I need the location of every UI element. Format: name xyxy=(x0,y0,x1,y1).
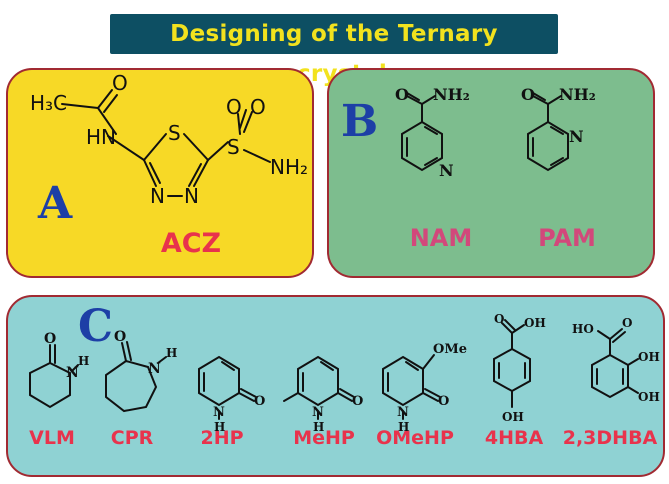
cpr-n-atom: N xyxy=(148,361,161,377)
diagram-title: Designing of the Ternary cocrystals xyxy=(110,14,558,87)
panel-c-letter: C xyxy=(78,301,114,352)
2hp-o-atom: O xyxy=(254,394,265,409)
2hp-n-atom: N xyxy=(213,405,225,420)
2hp-structure: N H O xyxy=(198,355,265,434)
nam-structure: O NH₂ N xyxy=(395,85,470,180)
2hp-label: 2HP xyxy=(200,427,244,449)
sulfonyl-o-left-atom: O xyxy=(226,95,242,119)
panel-b-letter: B xyxy=(341,96,379,147)
4hba-o-atom: O xyxy=(494,312,504,326)
vlm-o-atom: O xyxy=(44,331,56,347)
nam-ring-n-atom: N xyxy=(439,161,454,180)
cpr-structure: O N H xyxy=(105,329,177,413)
23dhba-oh1-atom: OH xyxy=(638,350,660,364)
panel-a-letter: A xyxy=(38,178,73,229)
carbonyl-o-atom: O xyxy=(112,71,128,95)
hn-atom: HN xyxy=(86,125,116,149)
panel-b: B NAM PAM O NH₂ N O NH₂ N xyxy=(327,68,655,278)
panel-a: A ACZ H₃C O HN S N N S O O xyxy=(6,68,314,278)
omehp-label: OMeHP xyxy=(376,427,454,449)
4hba-structure: O OH OH xyxy=(493,312,546,424)
23dhba-oh2-atom: OH xyxy=(638,390,660,404)
mehp-n-atom: N xyxy=(312,405,324,420)
2hp-h-atom: H xyxy=(214,420,225,434)
vlm-label: VLM xyxy=(29,427,75,449)
pam-nh2-atom: NH₂ xyxy=(559,85,596,104)
omehp-o-atom: O xyxy=(438,394,449,409)
nh2-atom: NH₂ xyxy=(270,155,308,179)
nam-label: NAM xyxy=(409,224,473,252)
23dhba-label: 2,3DHBA xyxy=(562,427,658,449)
23dhba-structure: HO O OH OH xyxy=(572,316,660,404)
acz-structure: H₃C O HN S N N S O O NH₂ xyxy=(30,71,308,208)
omehp-ome-atom: OMe xyxy=(433,342,467,357)
omehp-h-atom: H xyxy=(398,420,409,434)
ring-n-left-atom: N xyxy=(150,184,165,208)
mehp-label: MeHP xyxy=(293,427,355,449)
23dhba-ho-atom: HO xyxy=(572,322,594,336)
omehp-n-atom: N xyxy=(397,405,409,420)
4hba-label: 4HBA xyxy=(484,427,544,449)
cpr-h-atom: H xyxy=(166,346,177,360)
ring-n-right-atom: N xyxy=(184,184,199,208)
vlm-h-atom: H xyxy=(78,354,89,368)
sulfonyl-s-atom: S xyxy=(227,135,240,159)
cpr-o-atom: O xyxy=(114,329,126,345)
pam-o-atom: O xyxy=(521,85,535,104)
thiadiazole-s-atom: S xyxy=(168,121,181,145)
pam-ring-n-atom: N xyxy=(569,127,584,146)
nam-nh2-atom: NH₂ xyxy=(433,85,470,104)
vlm-n-atom: N xyxy=(66,365,79,381)
sulfonyl-o-right-atom: O xyxy=(250,95,266,119)
pam-label: PAM xyxy=(538,224,596,252)
h3c-atom: H₃C xyxy=(30,91,67,115)
mehp-h-atom: H xyxy=(313,420,324,434)
vlm-structure: O N H xyxy=(29,331,89,409)
mehp-o-atom: O xyxy=(352,394,363,409)
acz-label: ACZ xyxy=(160,228,222,259)
nam-o-atom: O xyxy=(395,85,409,104)
cpr-label: CPR xyxy=(110,427,154,449)
4hba-oh-bottom-atom: OH xyxy=(502,410,524,424)
23dhba-o-atom: O xyxy=(622,316,632,330)
4hba-oh-top-atom: OH xyxy=(524,316,546,330)
panel-c: C VLM CPR 2HP MeHP OMeHP 4HBA 2,3DHBA O … xyxy=(6,295,665,477)
omehp-structure: OMe N H O xyxy=(382,342,467,434)
pam-structure: O NH₂ N xyxy=(521,85,596,172)
mehp-structure: N H O xyxy=(283,355,363,434)
